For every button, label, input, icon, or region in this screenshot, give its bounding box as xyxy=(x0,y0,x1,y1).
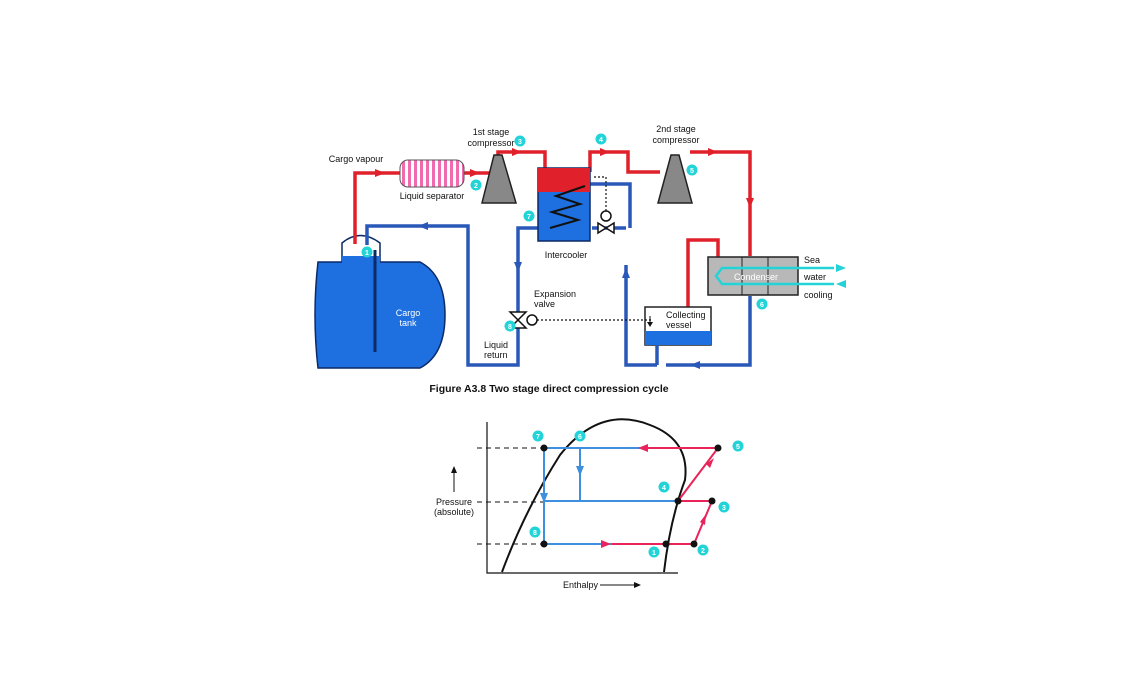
liquid-separator-label: Liquid separator xyxy=(400,191,465,201)
cooling-label: cooling xyxy=(804,290,833,300)
svg-text:6: 6 xyxy=(578,434,582,441)
flow-arrow xyxy=(690,361,700,369)
svg-text:2: 2 xyxy=(474,183,478,190)
flow-arrow xyxy=(514,262,522,272)
svg-text:7: 7 xyxy=(536,434,540,441)
flow-arrow xyxy=(375,169,385,177)
liquid-separator: Liquid separator xyxy=(399,159,465,201)
collecting-label-2: vessel xyxy=(666,320,692,330)
flow-arrow xyxy=(418,222,428,230)
cargo-vapour-label: Cargo vapour xyxy=(329,154,384,164)
svg-text:4: 4 xyxy=(599,137,603,144)
flow-arrow xyxy=(512,148,522,156)
flow-arrow xyxy=(622,268,630,278)
collecting-label: Collecting xyxy=(666,310,706,320)
svg-text:1: 1 xyxy=(365,250,369,257)
intercooler-label: Intercooler xyxy=(545,250,588,260)
expansion-label-2: valve xyxy=(534,299,555,309)
schematic-markers: 1 2 3 4 5 6 7 8 xyxy=(361,133,768,332)
xlabel: Enthalpy xyxy=(563,580,599,590)
first-stage-compressor: 1st stage compressor xyxy=(467,127,517,204)
ph-chart: 1 2 3 4 5 6 7 8 Pressure (absolute) Enth… xyxy=(434,418,744,590)
water-label: water xyxy=(803,272,826,282)
svg-text:4: 4 xyxy=(662,485,666,492)
liquid-return-label-2: return xyxy=(484,350,508,360)
svg-text:1: 1 xyxy=(652,550,656,557)
flow-arrow xyxy=(746,198,754,208)
condenser-label: Condenser xyxy=(734,272,778,282)
flow-arrow xyxy=(600,148,610,156)
ylabel-2: (absolute) xyxy=(434,507,474,517)
cargo-tank-label-2: tank xyxy=(399,318,417,328)
first-stage-label: 1st stage xyxy=(473,127,510,137)
svg-text:3: 3 xyxy=(518,139,522,146)
sea-label: Sea xyxy=(804,255,820,265)
svg-text:8: 8 xyxy=(508,324,512,331)
svg-text:6: 6 xyxy=(760,302,764,309)
svg-text:5: 5 xyxy=(690,168,694,175)
svg-text:8: 8 xyxy=(533,530,537,537)
figure-caption: Figure A3.8 Two stage direct compression… xyxy=(429,383,668,395)
intercooler-valve xyxy=(594,176,615,235)
second-stage-label-2: compressor xyxy=(652,135,699,145)
svg-text:3: 3 xyxy=(722,505,726,512)
liquid-lines xyxy=(365,182,752,367)
expansion-valve: Expansion valve xyxy=(508,289,653,329)
svg-text:5: 5 xyxy=(736,444,740,451)
flow-arrow xyxy=(470,169,480,177)
flow-arrow xyxy=(708,148,718,156)
condenser: Condenser Sea water cooling xyxy=(707,255,846,300)
expansion-label: Expansion xyxy=(534,289,576,299)
cargo-tank-label: Cargo xyxy=(396,308,421,318)
second-stage-compressor: 2nd stage compressor xyxy=(652,124,700,204)
svg-text:7: 7 xyxy=(527,214,531,221)
cargo-tank: Cargo tank xyxy=(314,234,446,369)
second-stage-label: 2nd stage xyxy=(656,124,696,134)
svg-text:2: 2 xyxy=(701,548,705,555)
first-stage-label-2: compressor xyxy=(467,138,514,148)
intercooler: Intercooler xyxy=(537,167,591,260)
liquid-return-label: Liquid xyxy=(484,340,508,350)
ylabel: Pressure xyxy=(436,497,472,507)
collecting-vessel: Collecting vessel xyxy=(644,306,712,365)
